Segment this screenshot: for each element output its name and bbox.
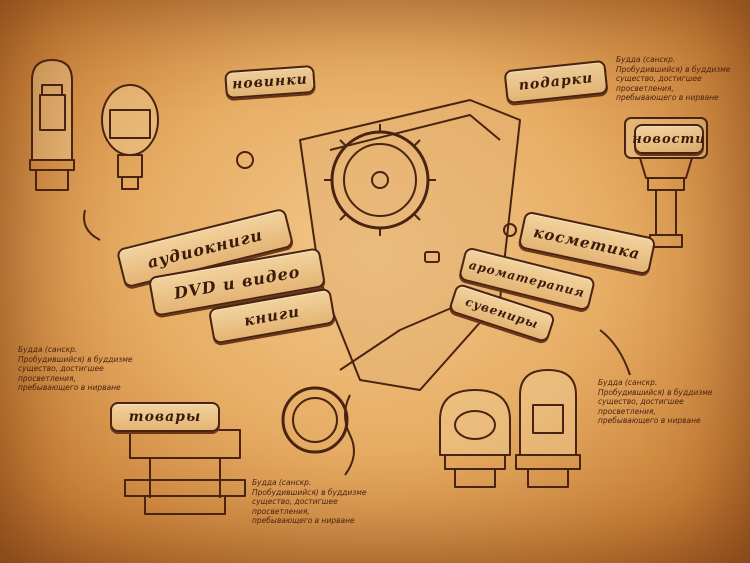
note-right: Будда (санскр. Пробудившийся) в буддизме…	[598, 378, 713, 425]
telephone-jar-icon	[439, 389, 511, 488]
menu-tovary[interactable]: товары	[110, 402, 220, 432]
note-top-right: Будда (санскр. Пробудившийся) в буддизме…	[616, 55, 731, 102]
gift-jar-icon	[515, 369, 581, 488]
cash-register-bulb-icon	[101, 84, 159, 190]
gear-icon	[324, 124, 436, 236]
note-bottom-center: Будда (санскр. Пробудившийся) в буддизме…	[252, 478, 367, 525]
note-left: Будда (санскр. Пробудившийся) в буддизме…	[18, 345, 133, 392]
menu-novosti[interactable]: новости	[632, 124, 705, 154]
chair-jar-icon	[29, 59, 75, 191]
ring-icon	[281, 386, 349, 454]
